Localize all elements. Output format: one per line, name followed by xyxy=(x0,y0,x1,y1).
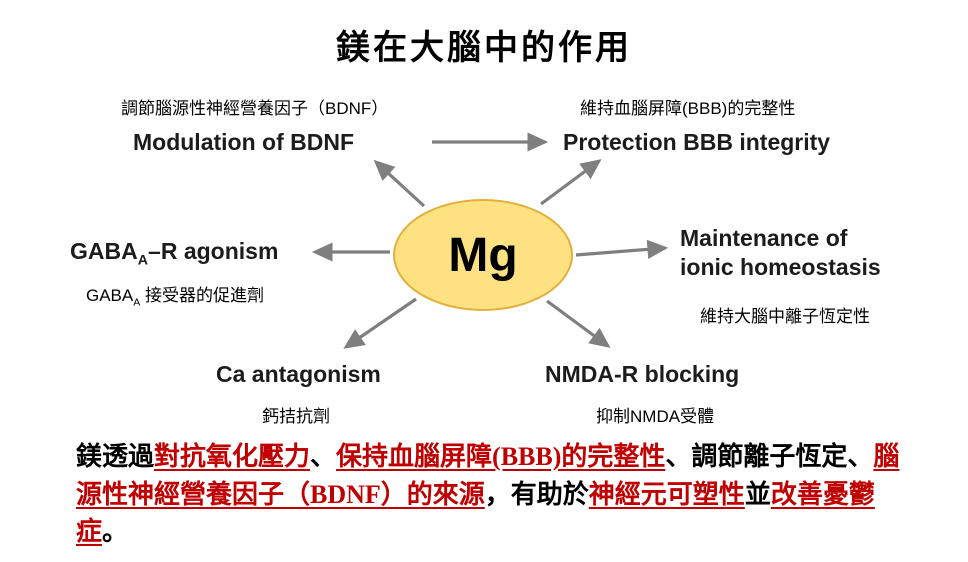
gaba-en-sub: A xyxy=(137,252,149,269)
arrow-center-to-bbb xyxy=(540,159,602,206)
page-title: 鎂在大腦中的作用 xyxy=(336,30,632,67)
bdnf-en-label: Modulation of BDNF xyxy=(133,129,355,155)
summary-paragraph: 鎂透過對抗氧化壓力、保持血腦屏障(BBB)的完整性、調節離子恆定、腦源性神經營養… xyxy=(76,438,910,551)
summary-emphasis-segment: 改善憂鬱症 xyxy=(76,479,875,547)
bdnf-zh-label: 調節腦源性神經營養因子（BDNF） xyxy=(121,99,389,118)
gaba-zh-label: GABAA 接受器的促進劑 xyxy=(86,281,264,308)
gaba-zh-sub: A xyxy=(133,296,141,309)
bbb-zh-label: 維持血腦屏障(BBB)的完整性 xyxy=(580,99,796,118)
ionic-en-label: Maintenance of ionic homeostasis xyxy=(680,224,881,282)
summary-text-segment: 、 xyxy=(310,442,337,471)
gaba-zh-post: 接受器的促進劑 xyxy=(140,286,265,305)
summary-emphasis-segment: 神經元可塑性 xyxy=(588,479,745,509)
arrow-center-to-ionic xyxy=(575,239,669,259)
summary-text-segment: 鎂透過 xyxy=(76,442,155,471)
gaba-en-post: –R agonism xyxy=(148,238,279,264)
arrow-center-to-ca xyxy=(343,297,417,349)
summary-emphasis-segment: 對抗氧化壓力 xyxy=(154,442,311,471)
arrow-center-to-bdnf xyxy=(373,159,426,208)
nmda-zh-label: 抑制NMDA受體 xyxy=(596,407,715,426)
ca-zh-label: 鈣拮抗劑 xyxy=(262,407,330,426)
summary-emphasis-segment: 腦源性神經營養因子（BDNF）的來源 xyxy=(76,442,900,509)
nmda-en-label: NMDA-R blocking xyxy=(545,361,740,387)
ca-en-label: Ca antagonism xyxy=(216,361,381,387)
summary-text-segment: ，有助於 xyxy=(484,479,589,509)
bbb-en-label: Protection BBB integrity xyxy=(563,129,831,155)
gaba-en-label: GABAA–R agonism xyxy=(70,238,278,269)
summary-text-segment: 、調節離子恆定、 xyxy=(665,442,874,471)
summary-text-segment: 。 xyxy=(102,517,129,547)
ionic-en-line2: ionic homeostasis xyxy=(680,253,881,280)
arrow-center-to-nmda xyxy=(546,299,611,348)
gaba-zh-pre: GABA xyxy=(86,286,134,305)
mg-label: Mg xyxy=(448,228,518,282)
gaba-en-pre: GABA xyxy=(70,238,138,264)
summary-emphasis-segment: 保持血腦屏障(BBB)的完整性 xyxy=(336,442,666,471)
ionic-zh-label: 維持大腦中離子恆定性 xyxy=(700,307,870,326)
summary-text-segment: 並 xyxy=(744,479,771,509)
mg-ellipse: Mg xyxy=(393,199,573,311)
ionic-en-line1: Maintenance of xyxy=(680,225,848,251)
